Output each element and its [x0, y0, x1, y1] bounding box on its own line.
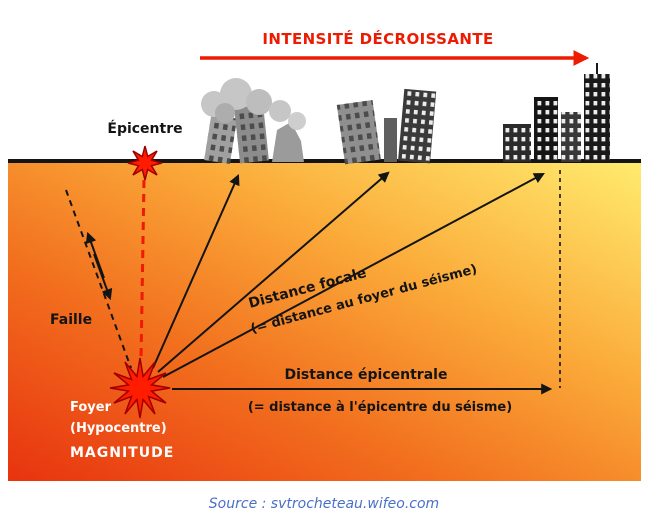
destroyed-buildings — [201, 78, 306, 165]
ground-line — [8, 159, 641, 163]
epicentre-star — [127, 145, 163, 181]
fault-line — [65, 189, 132, 369]
magnitude-label: MAGNITUDE — [70, 445, 174, 461]
epicentre-depth-line — [139, 179, 146, 361]
rubble-pile — [272, 122, 304, 162]
seismic-ray-1 — [152, 173, 240, 369]
epicentral-distance-sublabel: (= distance à l'épicentre du séisme) — [248, 400, 512, 415]
focus-label: Foyer — [70, 400, 112, 415]
epicentral-distance-label: Distance épicentrale — [285, 367, 448, 383]
smoke-cloud — [201, 78, 306, 130]
source-caption[interactable]: Source : svtrocheteau.wifeo.com — [209, 496, 439, 512]
focus-star — [109, 357, 171, 419]
underground-gradient — [8, 163, 641, 481]
fault-slip-arrow-up — [85, 231, 105, 279]
hypocentre-label: (Hypocentre) — [70, 421, 167, 436]
seismic-ray-3 — [162, 172, 545, 378]
intact-buildings — [503, 63, 610, 162]
intensity-title: INTENSITÉ DÉCROISSANTE — [262, 29, 493, 48]
damaged-buildings — [336, 88, 437, 165]
epicentre-label: Épicentre — [107, 120, 182, 137]
fault-slip-arrow-down — [93, 253, 113, 301]
seismic-ray-2 — [157, 171, 390, 373]
fault-label: Faille — [50, 312, 92, 328]
